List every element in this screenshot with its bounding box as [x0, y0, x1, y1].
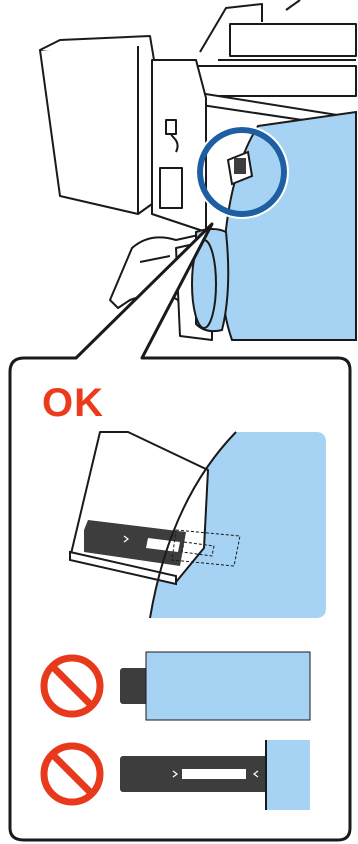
ok-label: OK	[42, 381, 104, 425]
